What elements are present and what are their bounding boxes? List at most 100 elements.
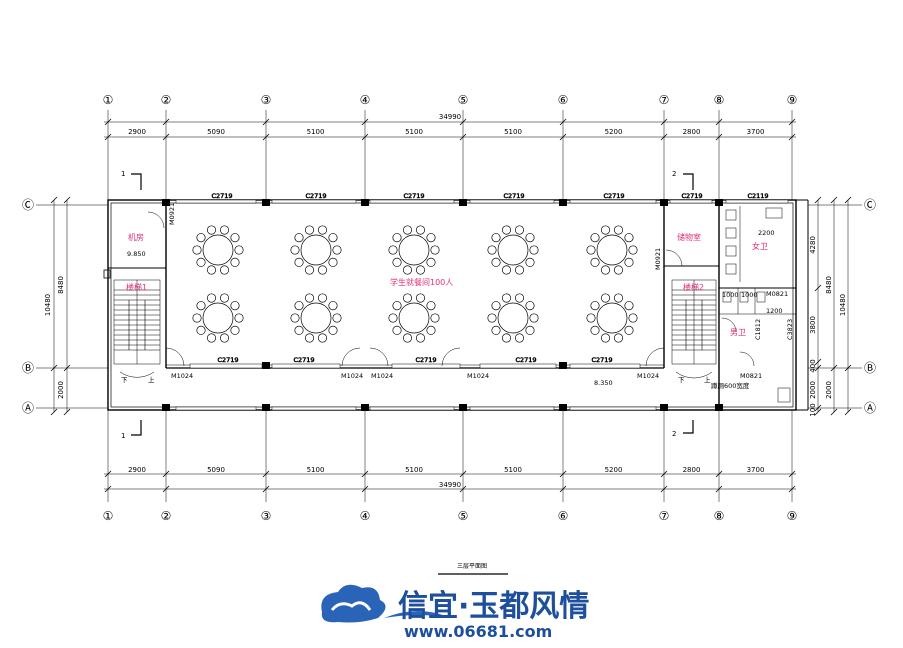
window-code: C2719 — [211, 192, 232, 200]
grid-lines — [36, 110, 862, 502]
axis-bubble: ② — [161, 93, 172, 107]
round-table — [388, 225, 440, 275]
round-table — [192, 293, 244, 343]
section-mark-label: 1 — [121, 432, 125, 440]
section-mark-label: 2 — [672, 430, 676, 438]
axis-bubble: Ⓐ — [864, 401, 876, 415]
toilet-dim: 2200 — [758, 229, 775, 237]
room-stair-left: 楼梯1 — [126, 282, 147, 292]
stair-mark: 下 — [121, 376, 128, 384]
dim-label: 5100 — [504, 466, 522, 474]
dim-label: 400 — [809, 359, 817, 372]
dim-label: 5100 — [307, 128, 325, 136]
axis-bubble: ④ — [360, 93, 371, 107]
watermark-url: www.06681.com — [404, 622, 552, 641]
door-code: M1024 — [467, 372, 489, 380]
cloud-logo-icon — [321, 584, 450, 623]
window-code: C1812 — [754, 319, 762, 340]
watermark-text: 信宜·玉都风情 — [398, 589, 589, 624]
round-table — [487, 293, 539, 343]
door-code: M0821 — [740, 372, 762, 380]
window-code: C2719 — [305, 192, 326, 200]
dim-label: 5100 — [504, 128, 522, 136]
dim-label: 5200 — [605, 128, 623, 136]
dim-label: 2000 — [825, 381, 833, 399]
axis-bubble: ② — [161, 509, 172, 523]
axis-bubble: ⑨ — [787, 509, 798, 523]
section-mark-label: 1 — [121, 170, 125, 178]
window-code: C2719 — [415, 356, 436, 364]
room-stair-right: 楼梯2 — [683, 282, 704, 292]
section-marks — [131, 173, 694, 436]
dim-label: 3700 — [747, 128, 765, 136]
toilet-dim: 1000 — [722, 291, 739, 299]
dim-label: 3700 — [747, 466, 765, 474]
dim-label: 3800 — [809, 316, 817, 334]
elevation-mark: 9.850 — [127, 250, 146, 258]
total-length: 34990 — [439, 481, 461, 489]
round-table — [487, 225, 539, 275]
round-table — [290, 293, 342, 343]
toilet-dim: 1000 — [741, 291, 758, 299]
window-code: C2719 — [591, 356, 612, 364]
dim-label: 2000 — [809, 381, 817, 399]
axis-bubble: ⑧ — [714, 93, 725, 107]
axis-bubble: Ⓑ — [22, 361, 34, 375]
section-mark-label: 2 — [672, 170, 676, 178]
window-code: C2719 — [503, 192, 524, 200]
window-code: C3823 — [786, 319, 794, 340]
room-female-wc: 女卫 — [752, 241, 768, 251]
dim-label: 5100 — [307, 466, 325, 474]
axis-bubble: ⑨ — [787, 93, 798, 107]
window-code: C2719 — [515, 356, 536, 364]
dim-label: 8480 — [825, 276, 833, 294]
room-machine: 机房 — [128, 232, 144, 242]
stair-right — [671, 279, 717, 379]
dim-label: 10480 — [839, 294, 847, 316]
stair-mark: 上 — [148, 375, 155, 384]
room-dining: 学生就餐间100人 — [390, 277, 453, 287]
door-code: M0921 — [654, 248, 662, 270]
dim-label: 5090 — [207, 128, 225, 136]
door-code: M0821 — [766, 290, 788, 298]
total-length: 34990 — [439, 113, 461, 121]
window-code: C2719 — [603, 192, 624, 200]
door-code: M1024 — [371, 372, 393, 380]
room-storage: 储物室 — [677, 232, 701, 242]
round-table — [388, 293, 440, 343]
dim-label: 2900 — [128, 128, 146, 136]
stair-mark: 上 — [704, 375, 711, 384]
labels: 机房 学生就餐间100人 储物室 女卫 男卫 楼梯1 楼梯2 9.850 8.3… — [121, 203, 794, 390]
watermark: 信宜·玉都风情 www.06681.com — [321, 584, 589, 641]
axis-bubble: Ⓒ — [22, 198, 34, 212]
door-code: M1024 — [171, 372, 193, 380]
wc-note: 蹲厕600宽度 — [711, 381, 750, 390]
dim-label: 5200 — [605, 466, 623, 474]
columns — [103, 199, 723, 411]
window-code: C2719 — [217, 356, 238, 364]
dim-label: 10480 — [44, 294, 52, 316]
dimension-lines: 2900290050905090510051005100510051005100… — [44, 113, 852, 493]
dim-label: 8480 — [57, 276, 65, 294]
axis-bubble: ⑦ — [659, 93, 670, 107]
toilet-fixtures — [722, 206, 791, 403]
axis-bubble: ⑧ — [714, 509, 725, 523]
elevation-mark: 8.350 — [594, 379, 613, 387]
toilet-dim: 1200 — [766, 307, 783, 315]
axis-bubble: Ⓒ — [864, 198, 876, 212]
axis-bubble: ③ — [261, 509, 272, 523]
dim-label: 2000 — [57, 381, 65, 399]
door-code: M1024 — [637, 372, 659, 380]
round-table — [192, 225, 244, 275]
axis-bubble: ⑥ — [558, 509, 569, 523]
stair-left — [113, 279, 161, 378]
door-swings — [147, 211, 755, 367]
room-male-wc: 男卫 — [730, 328, 746, 337]
window-code: C2119 — [747, 192, 768, 200]
dim-label: 2800 — [683, 128, 701, 136]
axis-bubble: ① — [103, 509, 114, 523]
round-table — [290, 225, 342, 275]
axis-bubble: Ⓐ — [22, 401, 34, 415]
